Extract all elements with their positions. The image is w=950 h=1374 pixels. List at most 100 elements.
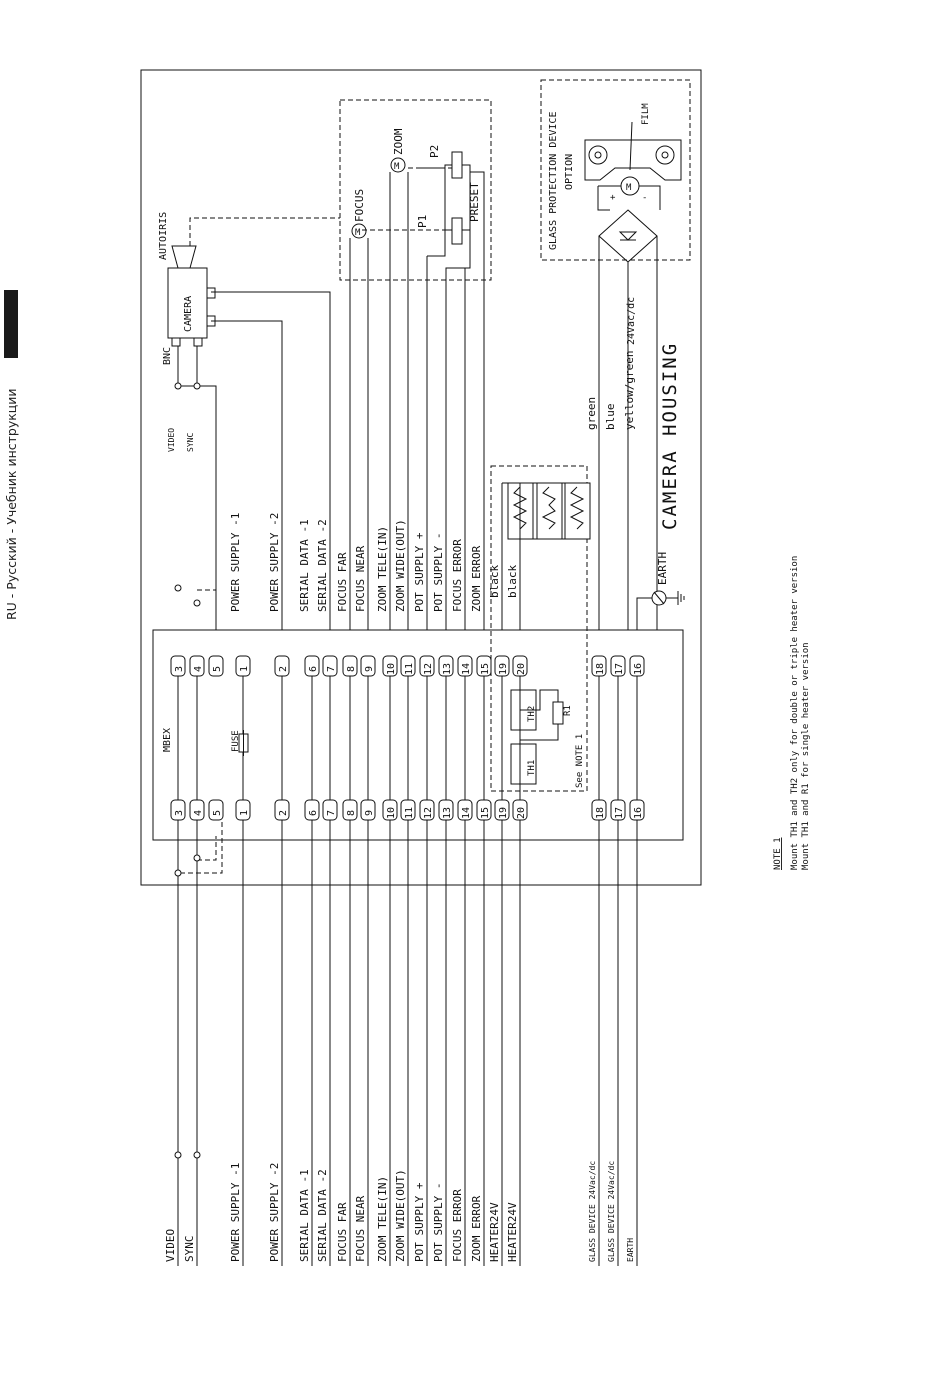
terminal-number: 16 xyxy=(633,663,644,675)
coax-connector-icon xyxy=(193,1151,201,1159)
potentiometer-p2 xyxy=(451,151,463,179)
terminal-9-top xyxy=(360,655,376,677)
internal-label: POWER SUPPLY -2 xyxy=(268,513,281,612)
terminal-number: 5 xyxy=(212,666,223,672)
terminal-6-bottom xyxy=(304,799,320,821)
terminal-number: 20 xyxy=(516,663,527,675)
terminal-number: 4 xyxy=(193,666,204,672)
note-line-1: Mount TH1 and TH2 only for double or tri… xyxy=(790,556,800,870)
terminal-number: 1 xyxy=(239,666,250,672)
terminal-16-bottom xyxy=(629,799,645,821)
earth-label: EARTH xyxy=(656,552,669,585)
p2-label: P2 xyxy=(428,145,441,158)
terminal-10-top xyxy=(382,655,398,677)
note-title: NOTE 1 xyxy=(773,837,783,870)
terminal-number: 15 xyxy=(480,807,491,819)
zoom-motor xyxy=(390,157,406,173)
svg-text:M: M xyxy=(355,228,361,238)
svg-text:-: - xyxy=(642,193,647,203)
terminal-number: 11 xyxy=(404,807,415,819)
terminal-number: 19 xyxy=(498,807,509,819)
r1-label: R1 xyxy=(563,705,573,716)
svg-text:M: M xyxy=(626,183,632,193)
glass-protection-block xyxy=(540,79,691,261)
svg-text:M: M xyxy=(394,162,400,172)
autoiris-lens xyxy=(171,245,197,269)
terminal-number: 18 xyxy=(595,663,606,675)
board-label: MBEX xyxy=(162,728,173,752)
terminal-11-top xyxy=(400,655,416,677)
heater-block xyxy=(490,465,588,792)
external-label: HEATER24V xyxy=(488,1202,501,1262)
internal-label: ZOOM ERROR xyxy=(470,545,483,612)
terminal-3-top xyxy=(170,655,186,677)
terminal-11-bottom xyxy=(400,799,416,821)
external-label: GLASS DEVICE 24Vac/dc xyxy=(588,1161,597,1262)
internal-label: SERIAL DATA -2 xyxy=(316,519,329,612)
camera-housing-outline xyxy=(140,69,702,886)
terminal-2-top xyxy=(274,655,290,677)
terminal-4-top xyxy=(189,655,205,677)
terminal-number: 8 xyxy=(346,666,357,672)
external-label: POT SUPPLY - xyxy=(432,1183,445,1262)
terminal-18-bottom xyxy=(591,799,607,821)
terminal-19-top xyxy=(494,655,510,677)
autoiris-link xyxy=(189,217,340,246)
terminal-15-bottom xyxy=(476,799,492,821)
internal-label: black xyxy=(488,565,501,598)
internal-label: yellow/green xyxy=(623,351,636,430)
terminal-number: 2 xyxy=(278,666,289,672)
mbex-board-outline xyxy=(152,629,684,841)
glass-wiper-frame xyxy=(584,139,682,181)
terminal-20-top xyxy=(512,655,528,677)
external-label: ZOOM ERROR xyxy=(470,1195,483,1262)
terminal-8-top xyxy=(342,655,358,677)
preset-label: PRESET xyxy=(468,182,481,222)
terminal-3-bottom xyxy=(170,799,186,821)
internal-label: POT SUPPLY - xyxy=(432,533,445,612)
terminal-number: 1 xyxy=(239,810,250,816)
resistor-r1 xyxy=(552,701,564,725)
camera-body xyxy=(167,267,208,339)
supply-label: 24Vac/dc xyxy=(626,297,637,345)
terminal-number: 12 xyxy=(423,663,434,675)
zoom-motor-label: ZOOM xyxy=(392,128,405,155)
terminal-17-top xyxy=(610,655,626,677)
see-note-label: See NOTE 1 xyxy=(575,734,585,788)
section-tab xyxy=(4,290,18,358)
heater-3 xyxy=(564,482,591,540)
terminal-17-bottom xyxy=(610,799,626,821)
terminal-number: 13 xyxy=(442,663,453,675)
internal-label: blue xyxy=(604,404,617,431)
terminal-number: 17 xyxy=(614,663,625,675)
housing-title: CAMERA HOUSING xyxy=(659,342,681,530)
terminal-number: 2 xyxy=(278,810,289,816)
terminal-number: 10 xyxy=(386,663,397,675)
sync-shield-link-bottom xyxy=(180,820,223,874)
terminal-number: 19 xyxy=(498,663,509,675)
terminal-10-bottom xyxy=(382,799,398,821)
terminal-7-top xyxy=(322,655,338,677)
terminal-number: 18 xyxy=(595,807,606,819)
terminal-5-top xyxy=(208,655,224,677)
terminal-number: 6 xyxy=(308,666,319,672)
terminal-8-bottom xyxy=(342,799,358,821)
glass-option-label-2: OPTION xyxy=(564,154,575,190)
autoiris-label: AUTOIRIS xyxy=(158,212,169,260)
sync-shield-link-top xyxy=(197,589,217,630)
bnc-label: BNC xyxy=(162,347,173,365)
terminal-number: 11 xyxy=(404,663,415,675)
terminal-13-top xyxy=(438,655,454,677)
terminal-14-bottom xyxy=(457,799,473,821)
terminal-13-bottom xyxy=(438,799,454,821)
coax-connector-icon xyxy=(174,1151,182,1159)
terminal-1-bottom xyxy=(235,799,251,821)
p1-label: P1 xyxy=(416,215,429,228)
internal-label: POT SUPPLY + xyxy=(413,532,426,612)
terminal-number: 7 xyxy=(326,666,337,672)
terminal-1-top xyxy=(235,655,251,677)
terminal-18-top xyxy=(591,655,607,677)
focus-motor-label: FOCUS xyxy=(353,189,366,222)
terminal-number: 15 xyxy=(480,663,491,675)
